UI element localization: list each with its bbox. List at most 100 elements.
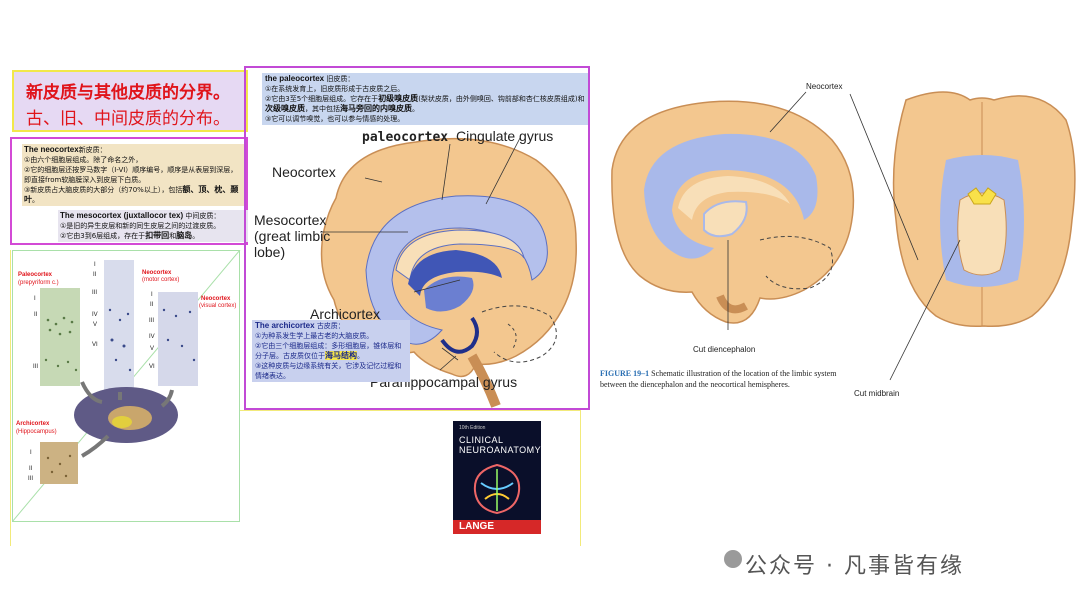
limbic-band [365, 195, 548, 345]
figure-caption: FIGURE 19–1 Schematic illustration of th… [600, 368, 856, 390]
visual-hist-sub: (visual cortex) [199, 303, 237, 309]
mesocortex-heading: The mesocortex (juxtallocor tex) [60, 211, 184, 220]
watermark: 公众号 · 凡事皆有缘 [745, 554, 964, 579]
paleo-layer-3: III [33, 364, 39, 370]
label-mesocortex-1: Mesocortex [254, 212, 327, 228]
motor-hist-sub: (motor cortex) [142, 277, 180, 283]
archi-layer-3: III [28, 476, 34, 482]
archi-hist-sub: (Hippocampus) [16, 429, 57, 435]
yellow-guide-bottom [240, 410, 580, 411]
archicortex-histology [40, 442, 78, 484]
book-title-line-1: CLINICAL [459, 435, 504, 445]
neocortex-note: The neocortex新皮质： ①由六个细胞层组成。除了命名之外， ②它的细… [22, 144, 244, 206]
book-title-line-2: NEUROANATOMY [459, 445, 541, 455]
archicortex-region [408, 250, 502, 296]
title-line-1: 新皮质与其他皮质的分界。 [26, 83, 230, 103]
figure-caption-text: Schematic illustration of the location o… [600, 369, 837, 389]
paleocortex-item-2a: ②它由3至5个细胞层组成。它存在于 [265, 95, 379, 103]
mesocortex-item-2-mid: 和 [169, 232, 177, 240]
archi-hist-title: Archicortex [16, 421, 50, 427]
limbic-figure [611, 91, 1076, 381]
mesocortex-item-2-bold2: 脑岛 [176, 231, 193, 240]
neocortex-heading-cn: 新皮质： [78, 146, 107, 154]
paleocortex-item-2-bold2: 次级嗅皮质 [265, 104, 305, 113]
fig-label-cut-midbrain: Cut midbrain [854, 389, 900, 398]
paleocortex-item-2-end: 。 [412, 105, 419, 113]
visual-layer-5: V [150, 346, 155, 352]
neocortex-item-3-end: 。 [32, 196, 39, 204]
paleocortex-heading: the paleocortex [265, 74, 325, 83]
fig-label-neocortex: Neocortex [806, 82, 843, 91]
archicortex-item-2-bold: 海马结构 [325, 351, 357, 360]
corpus-callosum [395, 229, 525, 281]
visual-hist-title: Neocortex [201, 296, 231, 302]
motor-hist-title: Neocortex [142, 270, 172, 276]
motor-layer-6: VI [92, 342, 98, 348]
histology-frame [12, 250, 240, 522]
paleocortex-note: the paleocortex 旧皮质： ①在系统发育上，旧皮质形成于古皮质之后… [262, 73, 588, 125]
mesocortex-note: The mesocortex (juxtallocor tex) 中间皮质： ①… [58, 210, 248, 242]
yellow-guide-right [580, 410, 581, 546]
archicortex-note: The archicortex 古皮质： ①为种系发生学上最古老的大脑皮质。 ②… [252, 320, 410, 382]
archicortex-item-2: ②它由三个细胞层组成：多形细胞层，锥体层和分子层。古皮质仅位于 [255, 342, 402, 360]
mesocortex-item-2: ②它由3到6层组成，存在于 [60, 232, 146, 240]
label-paleocortex: paleocortex [362, 130, 449, 145]
paleocortex-item-2c: ，其中包括 [305, 105, 340, 113]
neocortex-item-3-bold: 额、顶、枕、颞叶 [24, 185, 239, 204]
title-box: 新皮质与其他皮质的分界。 古、旧、中间皮质的分布。 [12, 70, 248, 132]
mesocortex-heading-cn: 中间皮质： [185, 212, 221, 220]
fig-label-cut-diencephalon: Cut diencephalon [693, 345, 756, 354]
label-mesocortex-3: lobe) [254, 244, 286, 260]
paleocortex-item-1: ①在系统发育上，旧皮质形成于古皮质之后。 [265, 85, 405, 93]
visual-cortex-histology [158, 292, 198, 386]
neocortex-item-1: ①由六个细胞层组成。除了命名之外， [24, 156, 143, 164]
visual-layer-6: VI [149, 364, 155, 370]
book-title: CLINICAL NEUROANATOMY [459, 435, 541, 455]
paleo-hist-title: Paleocortex [18, 272, 53, 278]
paleocortex-item-2-bold3: 海马旁回的内嗅皮质 [340, 104, 412, 113]
paleo-hist-sub: (prepyriform c.) [18, 280, 59, 286]
label-cingulate-gyrus: Cingulate gyrus [456, 128, 554, 144]
motor-cortex-histology [104, 260, 134, 392]
archicortex-item-2-end: 。 [357, 352, 364, 360]
archicortex-heading: The archicortex [255, 321, 315, 330]
mesocortex-item-2-bold: 扣带回 [145, 231, 170, 240]
wechat-icon [724, 550, 742, 568]
figure-caption-id: FIGURE 19–1 [600, 369, 650, 378]
paleocortex-heading-cn: 旧皮质： [326, 75, 355, 83]
motor-layer-3: III [92, 290, 98, 296]
paleocortex-item-2-bold: 初级嗅皮质 [378, 94, 419, 103]
mesocortex-item-2-end: 。 [192, 232, 200, 240]
motor-layer-4: IV [92, 312, 98, 318]
archi-layer-2: II [29, 466, 33, 472]
paleocortex-item-2b: (梨状皮质，由外侧嗅回、钩前部和杏仁核皮质组成)和 [418, 95, 585, 103]
paleo-layer-1: I [34, 296, 36, 302]
label-archicortex: Archicortex [310, 306, 381, 322]
label-mesocortex-2: (great limbic [254, 228, 331, 244]
archi-layer-1: I [30, 450, 32, 456]
midsagittal-brain-diagram [320, 137, 577, 408]
visual-layer-1: I [151, 292, 153, 298]
visual-layer-3: III [149, 318, 155, 324]
book-publisher: LANGE [453, 520, 541, 534]
neocortex-heading: The neocortex [24, 145, 79, 154]
motor-layer-1: I [94, 262, 96, 268]
neocortex-item-2: ②它的细胞层还按罗马数字（I-VI）顺序编号，顺序是从表层到深层，即直接from… [24, 166, 238, 184]
paleocortex-histology [40, 288, 80, 386]
sagittal-limbic [644, 133, 818, 259]
book-cover: 10th Edition CLINICAL NEUROANATOMY LANGE [453, 421, 541, 534]
neocortex-item-3: ③新皮质占大脑皮质的大部分（约70%以上），包括 [24, 186, 183, 194]
mesocortex-item-1: ①是旧的异生皮层和新的同生皮层之间的过渡皮质。 [60, 222, 221, 230]
label-neocortex: Neocortex [272, 164, 336, 180]
motor-layer-2: II [93, 272, 97, 278]
book-brain-art [473, 463, 521, 515]
visual-layer-4: IV [149, 334, 155, 340]
archicortex-item-3: ③这种皮质与边缘系统有关，它涉及记忆过程和情绪表达。 [255, 362, 402, 380]
archicortex-item-1: ①为种系发生学上最古老的大脑皮质。 [255, 332, 374, 340]
yellow-guide-left [10, 250, 11, 546]
paleocortex-item-3: ③它可以调节嗅觉，也可以参与情感的处理。 [265, 115, 405, 123]
archicortex-heading-cn: 古皮质： [316, 322, 345, 330]
book-edition: 10th Edition [459, 425, 486, 431]
visual-layer-2: II [150, 302, 154, 308]
paleo-layer-2: II [34, 312, 38, 318]
